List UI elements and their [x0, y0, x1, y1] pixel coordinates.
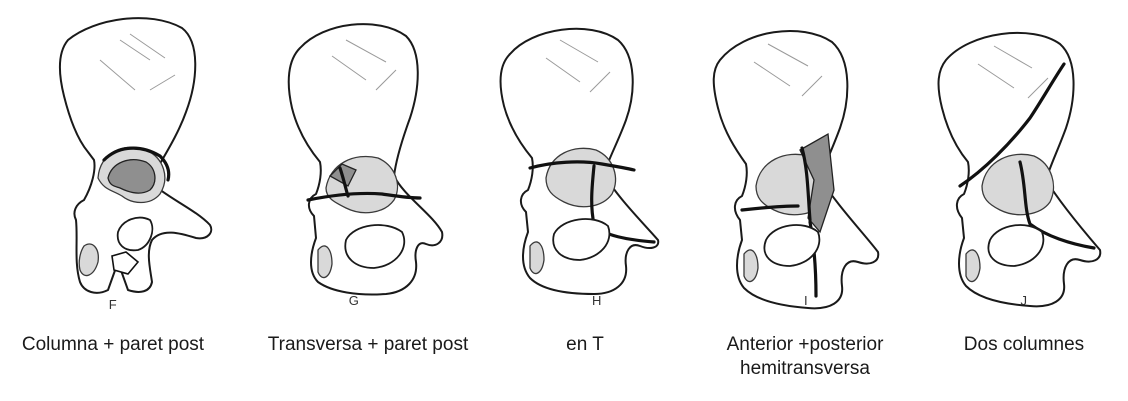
- figure-caption: en T: [490, 333, 680, 357]
- caption-line: hemitransversa: [690, 357, 920, 381]
- figure-caption: Anterior +posterior hemitransversa: [690, 333, 920, 381]
- figure-g: G Transversa + paret post: [246, 0, 490, 401]
- caption-line: Dos columnes: [920, 333, 1128, 357]
- figure-j: J Dos columnes: [920, 0, 1128, 401]
- pelvis-drawing-f: [0, 0, 226, 320]
- figure-caption: Columna + paret post: [0, 333, 226, 357]
- pelvis-drawing-g: [246, 0, 490, 320]
- pelvis-drawing-j: [920, 0, 1128, 320]
- figure-letter: I: [796, 293, 816, 308]
- figure-letter: H: [587, 293, 607, 308]
- figure-letter: G: [344, 293, 364, 308]
- pelvis-drawing-i: [690, 0, 920, 320]
- pelvis-drawing-h: [490, 0, 680, 320]
- figure-caption: Transversa + paret post: [246, 333, 490, 357]
- figure-letter: J: [1014, 293, 1034, 308]
- caption-line: Columna + paret post: [0, 333, 226, 357]
- figure-caption: Dos columnes: [920, 333, 1128, 357]
- figure-i: I Anterior +posterior hemitransversa: [690, 0, 920, 401]
- figure-h: H en T: [490, 0, 680, 401]
- caption-line: Transversa + paret post: [246, 333, 490, 357]
- caption-line: en T: [490, 333, 680, 357]
- figure-f: F Columna + paret post: [0, 0, 226, 401]
- figure-letter: F: [103, 297, 123, 312]
- caption-line: Anterior +posterior: [690, 333, 920, 357]
